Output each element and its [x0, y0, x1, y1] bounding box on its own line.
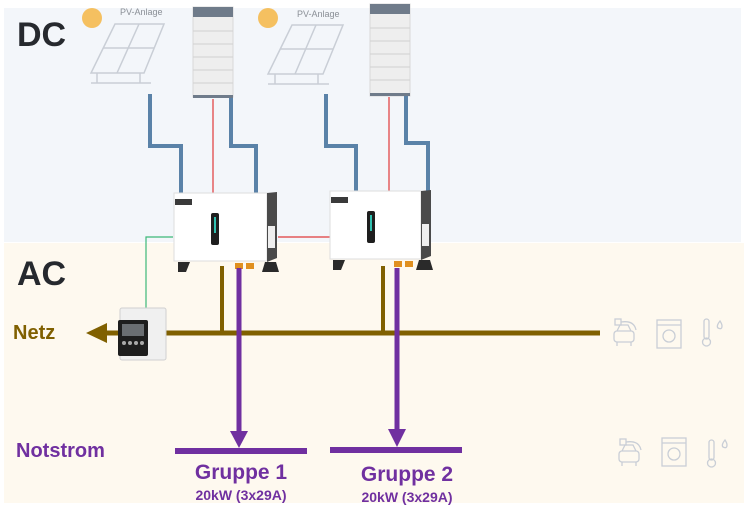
thermometer-icon	[706, 438, 728, 468]
thermometer-icon	[701, 318, 723, 347]
group-title: Gruppe 2	[360, 463, 454, 486]
dc-label: DC	[17, 16, 67, 54]
backup-arrow-icon	[230, 431, 248, 448]
dc-line-bat1	[229, 98, 258, 194]
ac-zone	[4, 243, 744, 503]
backup-lines	[175, 268, 462, 454]
dc-line-bat2	[404, 96, 430, 192]
notstrom-label: Notstrom	[16, 440, 105, 462]
pv-label: PV-Anlage	[297, 9, 340, 19]
ac-label: AC	[17, 255, 67, 293]
sun-icon	[82, 8, 102, 28]
grid-arrow-icon	[86, 323, 107, 343]
inverter-2	[329, 190, 433, 270]
ev-charger-icon	[618, 438, 642, 466]
sun-icon	[258, 8, 278, 28]
solar-panel-icon	[89, 23, 166, 84]
group-spec: 20kW (3x29A)	[361, 489, 453, 505]
group-spec: 20kW (3x29A)	[195, 487, 287, 503]
pv-system-1: PV-Anlage	[82, 7, 166, 84]
group-title: Gruppe 1	[194, 461, 288, 484]
battery-storage-icon	[192, 6, 234, 98]
backup-group-1: Gruppe 1 20kW (3x29A)	[170, 461, 312, 503]
ev-charger-icon	[613, 318, 637, 346]
battery-storage-icon	[369, 3, 411, 97]
washing-machine-icon	[661, 437, 687, 467]
grid-bus	[86, 266, 600, 343]
dc-line-pv1	[148, 94, 183, 194]
hybrid-inverter-icon	[173, 192, 279, 272]
meter-link	[145, 236, 173, 310]
washing-machine-icon	[656, 319, 682, 349]
battery-links	[212, 97, 390, 238]
battery-storage-2	[369, 3, 411, 97]
solar-panel-icon	[266, 24, 345, 85]
backup-group-2: Gruppe 2 20kW (3x29A)	[336, 463, 478, 505]
grid-loads	[613, 318, 723, 349]
inverter-1	[173, 192, 279, 272]
dc-lines	[148, 94, 430, 194]
netz-label: Netz	[13, 322, 56, 344]
energy-meter	[118, 307, 167, 361]
energy-meter-icon	[118, 307, 167, 361]
backup-loads	[618, 437, 728, 468]
hybrid-inverter-icon	[329, 190, 433, 270]
pv-system-2: PV-Anlage	[258, 8, 345, 85]
battery-storage-1	[192, 6, 234, 98]
dc-line-pv2	[324, 94, 358, 192]
backup-arrow-icon	[388, 429, 406, 447]
pv-label: PV-Anlage	[120, 7, 163, 17]
